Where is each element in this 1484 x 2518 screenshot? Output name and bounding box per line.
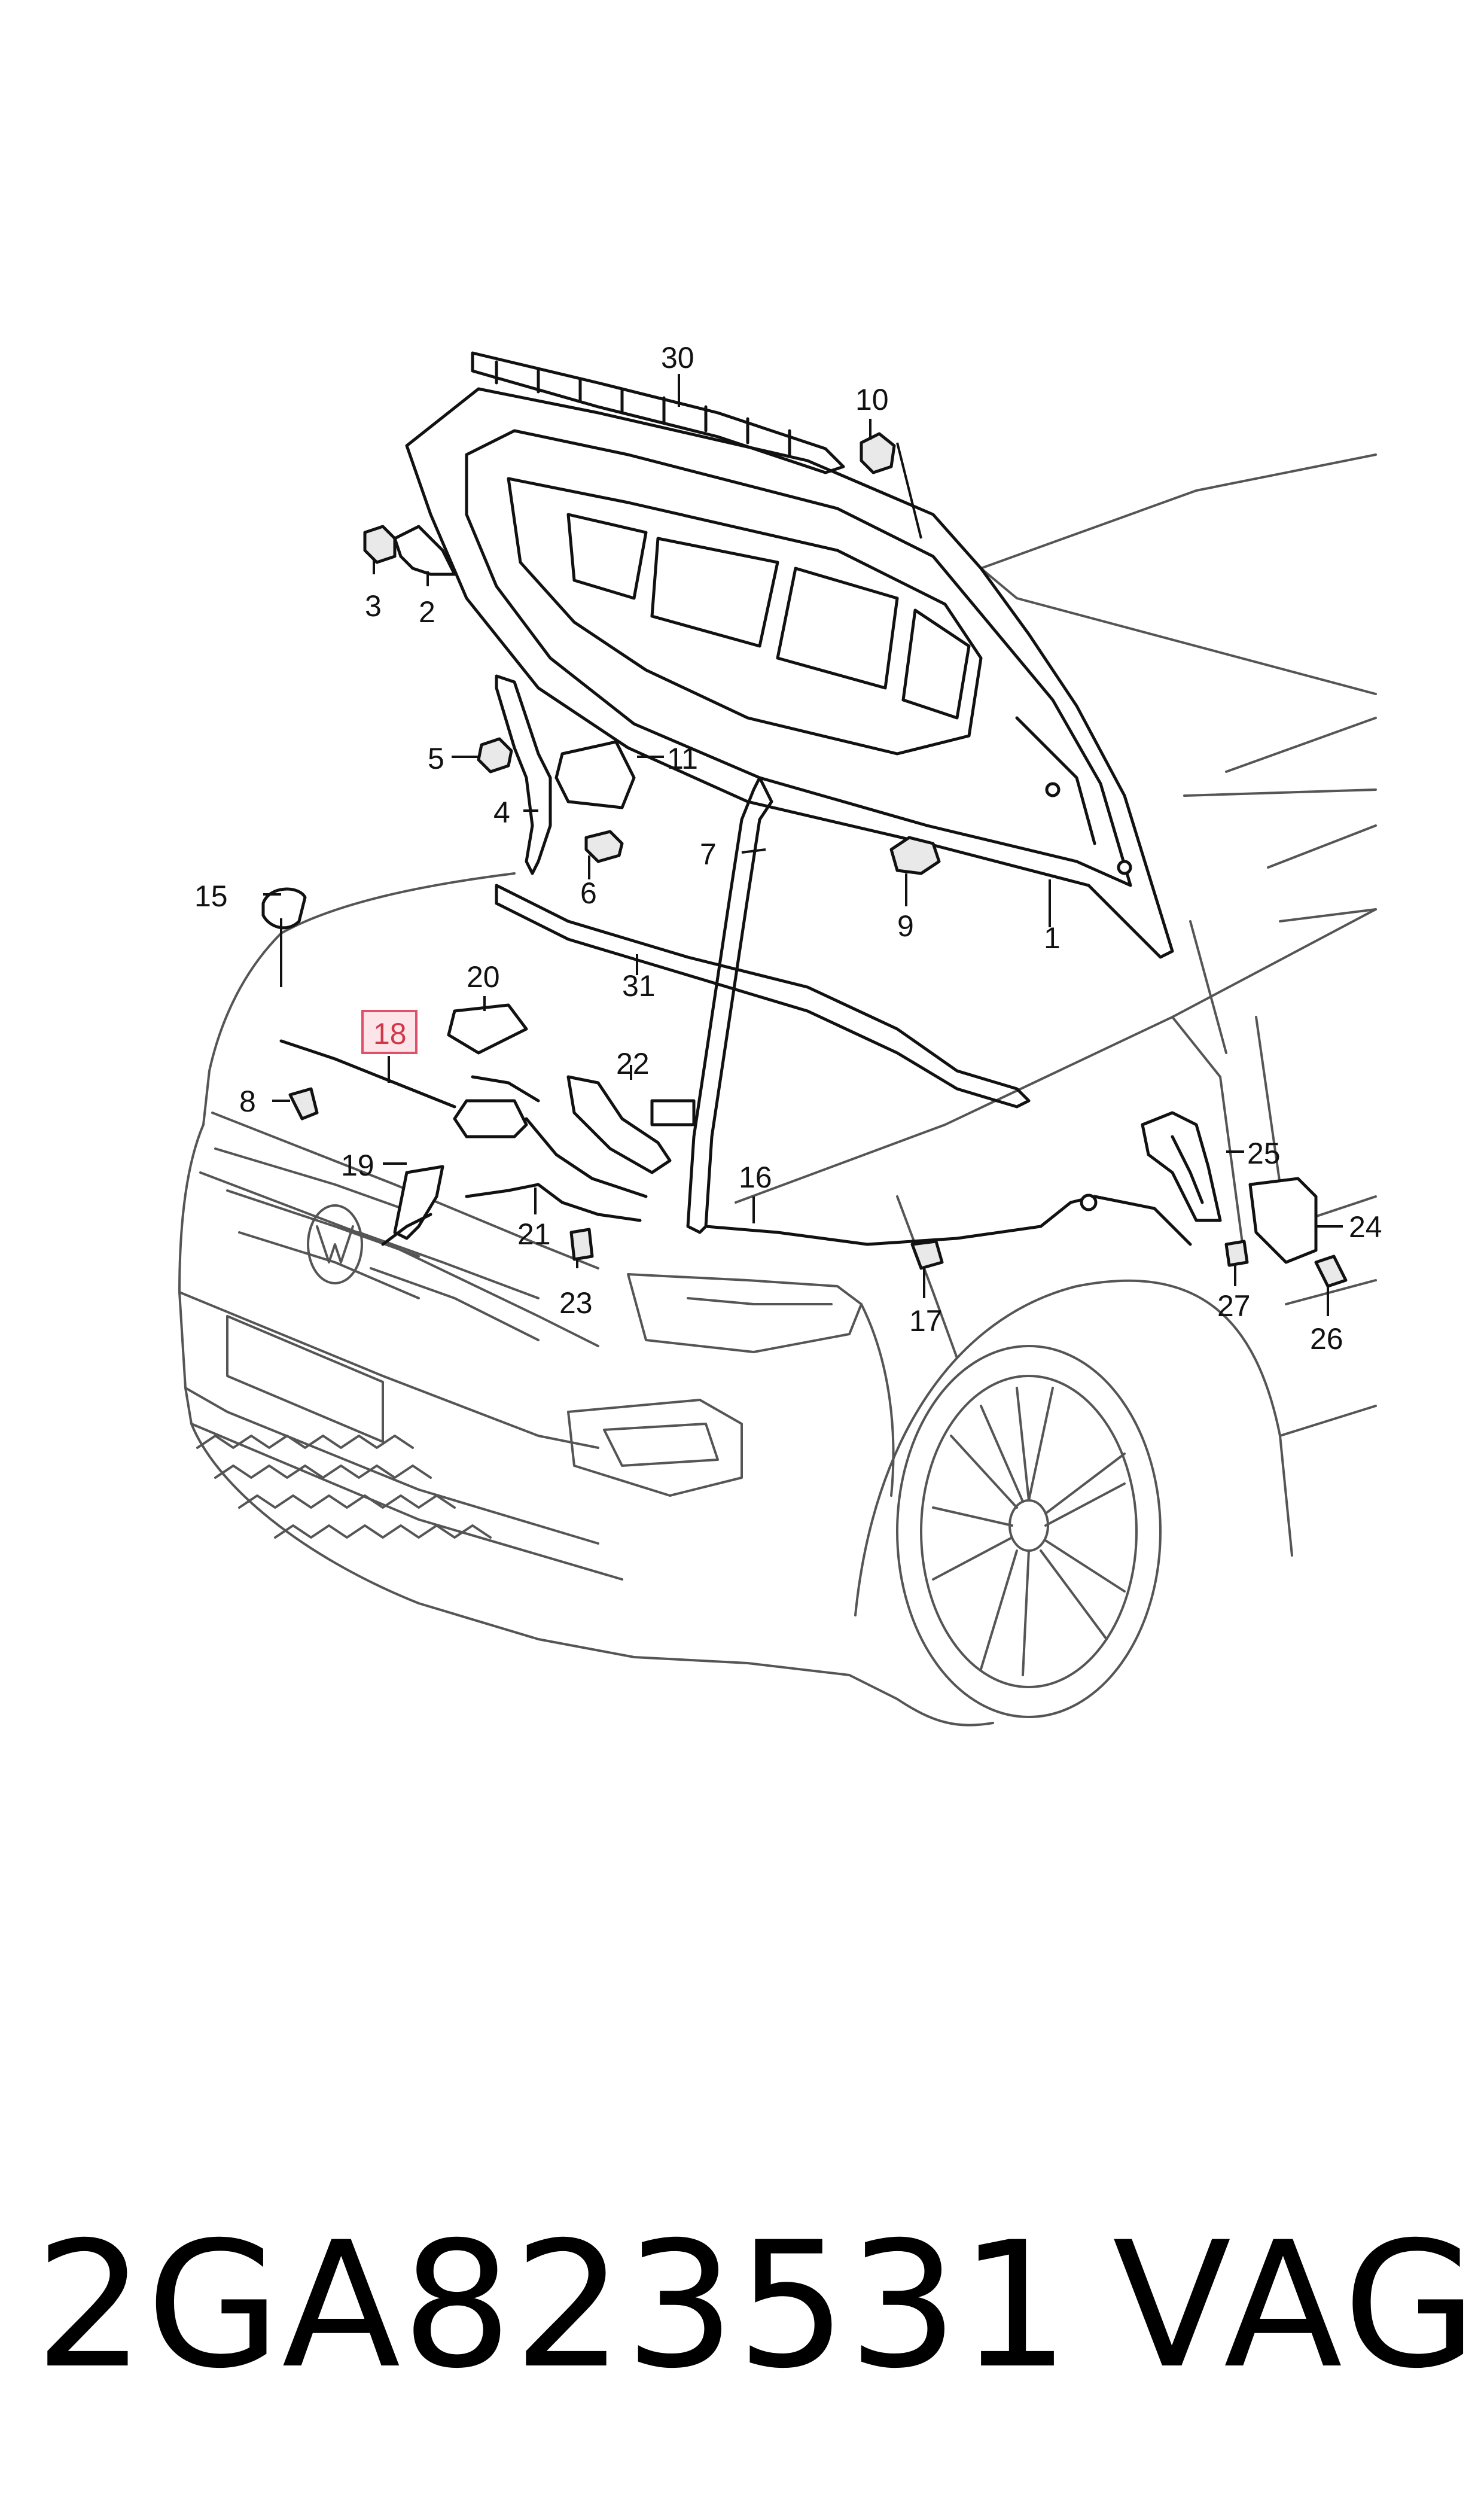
callout-26[interactable]: 26 [1310,1322,1343,1356]
callout-23[interactable]: 23 [559,1286,593,1320]
callout-18[interactable]: 18 [373,1017,407,1051]
plate-20 [447,1003,528,1055]
release-cable-18 [279,1039,456,1109]
release-lever [453,1099,528,1138]
callout-3[interactable]: 3 [365,589,382,623]
part-26 [1314,1255,1348,1288]
lever-19 [393,1165,444,1240]
nut-3 [363,525,397,564]
callout-27[interactable]: 27 [1217,1289,1251,1323]
connector-22 [650,1099,696,1126]
hinge-bracket [393,525,456,576]
clip-8 [288,1087,319,1121]
part-number: 2GA823531 [35,2205,1071,2407]
release-cable-16 [704,1195,1192,1246]
hood-hinge [495,674,552,875]
callout-15[interactable]: 15 [194,879,228,913]
release-cable-21 [465,1183,642,1222]
callout-labels: 30 10 3 2 5 11 4 7 6 9 1 15 20 31 18 22 … [194,341,1382,1356]
bolt-6 [584,830,624,863]
callout-4[interactable]: 4 [493,796,510,829]
handle-25 [1141,1111,1222,1222]
callout-7[interactable]: 7 [700,838,717,871]
callout-31[interactable]: 31 [622,969,656,1003]
callout-19[interactable]: 19 [341,1149,374,1182]
bracket-11 [554,740,636,809]
leader-lines [263,374,1343,1316]
hood-seal-strip [471,351,845,474]
vw-logo-icon [307,1204,363,1284]
callout-2[interactable]: 2 [419,595,435,629]
bolt-27 [1224,1240,1249,1267]
callout-24[interactable]: 24 [1349,1210,1382,1244]
callout-22[interactable]: 22 [616,1047,650,1080]
callout-17[interactable]: 17 [909,1304,943,1338]
callout-9[interactable]: 9 [897,909,914,943]
callout-18-highlight [361,1010,418,1054]
brand-name: VAG [1113,2205,1481,2407]
clip-10 [860,432,896,474]
latch-mechanism-24 [1248,1177,1318,1264]
callout-8[interactable]: 8 [239,1085,256,1118]
callout-16[interactable]: 16 [739,1161,772,1194]
callout-5[interactable]: 5 [428,742,444,775]
callout-21[interactable]: 21 [517,1217,551,1251]
hood-latch [566,1075,672,1174]
hood-panel [405,387,1174,959]
callout-10[interactable]: 10 [855,383,889,416]
bolt-23 [569,1228,594,1261]
front-wheel-icon [896,1345,1162,1718]
callout-1[interactable]: 1 [1044,921,1061,955]
callout-11[interactable]: 11 [667,742,698,775]
callout-25[interactable]: 25 [1247,1137,1281,1170]
cap-15 [261,887,307,930]
car-body-outline [178,453,1377,1727]
clip-17 [910,1240,944,1270]
callout-30[interactable]: 30 [661,341,694,374]
hood-prop-rod [686,776,773,1234]
callout-20[interactable]: 20 [467,960,500,994]
buffer-9 [889,836,941,875]
front-seal-strip [495,884,1031,1109]
nut-5 [477,737,513,774]
callout-6[interactable]: 6 [580,876,597,910]
